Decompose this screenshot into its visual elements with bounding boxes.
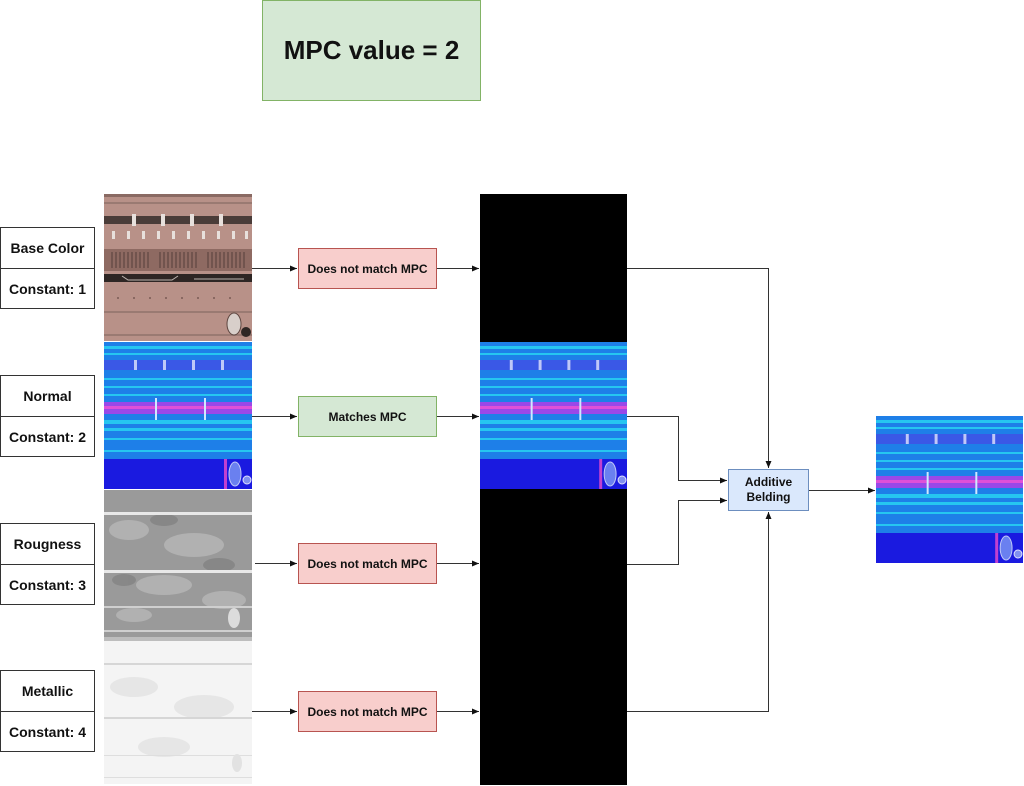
- input-name: Base Color: [10, 240, 85, 256]
- input-label-normal: Normal Constant: 2: [0, 375, 95, 457]
- status-label: Does not match MPC: [307, 556, 428, 571]
- edge-mask-base-to-blend: [627, 268, 772, 468]
- status-box-normal: Matches MPC: [298, 396, 437, 437]
- masked-output-roughness: [480, 489, 627, 637]
- masked-output-base-color: [480, 194, 627, 342]
- input-name: Metallic: [21, 683, 74, 699]
- edge-mask-rough-to-blend: [627, 497, 727, 565]
- mpc-value-label: MPC value = 2: [283, 35, 460, 65]
- roughness-texture: [104, 490, 252, 637]
- additive-blending-node: Additive Belding: [728, 469, 809, 511]
- input-label-roughness: Rougness Constant: 3: [0, 523, 95, 605]
- input-constant: Constant: 3: [1, 564, 94, 605]
- status-box-metallic: Does not match MPC: [298, 691, 437, 732]
- input-constant: Constant: 1: [1, 268, 94, 309]
- status-label: Does not match MPC: [307, 704, 428, 719]
- edge-mask-normal-to-blend: [627, 416, 727, 484]
- input-name: Normal: [23, 388, 72, 404]
- masked-output-column: [480, 194, 627, 785]
- blend-label-line1: Additive: [744, 475, 793, 489]
- input-label-metallic: Metallic Constant: 4: [0, 670, 95, 752]
- mpc-value-box: MPC value = 2: [262, 0, 481, 101]
- input-label-base-color: Base Color Constant: 1: [0, 227, 95, 309]
- status-box-roughness: Does not match MPC: [298, 543, 437, 584]
- normal-map-texture: [104, 342, 252, 489]
- status-box-base-color: Does not match MPC: [298, 248, 437, 289]
- status-label: Matches MPC: [328, 409, 407, 424]
- input-constant: Constant: 4: [1, 711, 94, 752]
- metallic-texture: [104, 637, 252, 784]
- blend-label-line2: Belding: [746, 490, 791, 504]
- input-constant: Constant: 2: [1, 416, 94, 457]
- masked-output-normal: [480, 342, 627, 489]
- masked-output-metallic: [480, 637, 627, 785]
- status-label: Does not match MPC: [307, 261, 428, 276]
- blended-output-texture: [876, 416, 1023, 563]
- base-color-texture: [104, 194, 252, 341]
- input-name: Rougness: [13, 536, 82, 552]
- edge-mask-metal-to-blend: [627, 512, 772, 712]
